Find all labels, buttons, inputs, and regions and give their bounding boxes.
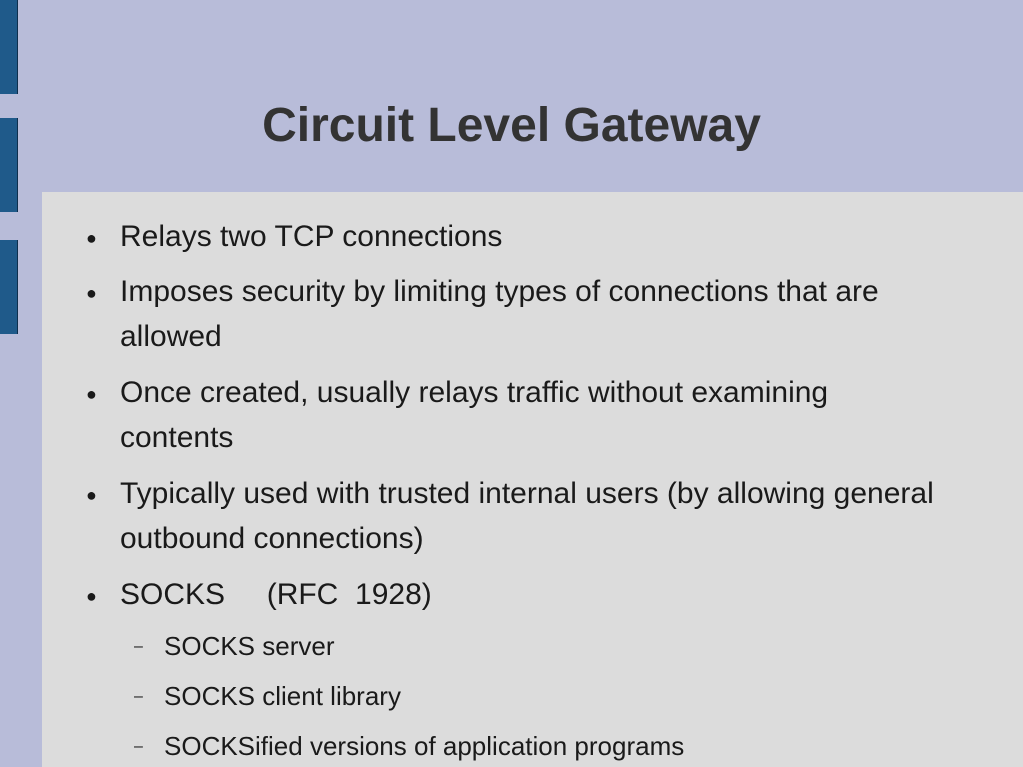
bullet-icon: ● — [86, 586, 97, 606]
sub-bullet-icon: – — [134, 638, 143, 655]
bullet-text: Relays two TCP connections — [120, 220, 503, 253]
content-panel: ● Relays two TCP connections ● Imposes s… — [42, 192, 1023, 767]
decorative-side-bar — [0, 0, 18, 94]
sub-bullet-text: SOCKSified versions of application progr… — [164, 731, 685, 761]
bullet-text: Once created, usually relays traffic wit… — [120, 376, 829, 454]
sub-bullet-icon: – — [134, 738, 143, 755]
bullet-text: Typically used with trusted internal use… — [120, 477, 934, 555]
decorative-side-bar — [0, 240, 18, 334]
bullet-icon: ● — [86, 384, 97, 404]
decorative-side-bar — [0, 118, 18, 212]
bullet-icon: ● — [86, 228, 97, 248]
bullet-icon: ● — [86, 283, 97, 303]
sub-bullet-icon: – — [134, 688, 143, 705]
bullet-text: SOCKS (RFC 1928) — [120, 578, 432, 611]
bullet-icon: ● — [86, 485, 97, 505]
sub-bullet-text: SOCKS client library — [164, 681, 401, 711]
slide-title: Circuit Level Gateway — [262, 99, 761, 152]
sub-bullet-text: SOCKS server — [164, 631, 335, 661]
bullet-text: Imposes security by limiting types of co… — [120, 275, 879, 353]
